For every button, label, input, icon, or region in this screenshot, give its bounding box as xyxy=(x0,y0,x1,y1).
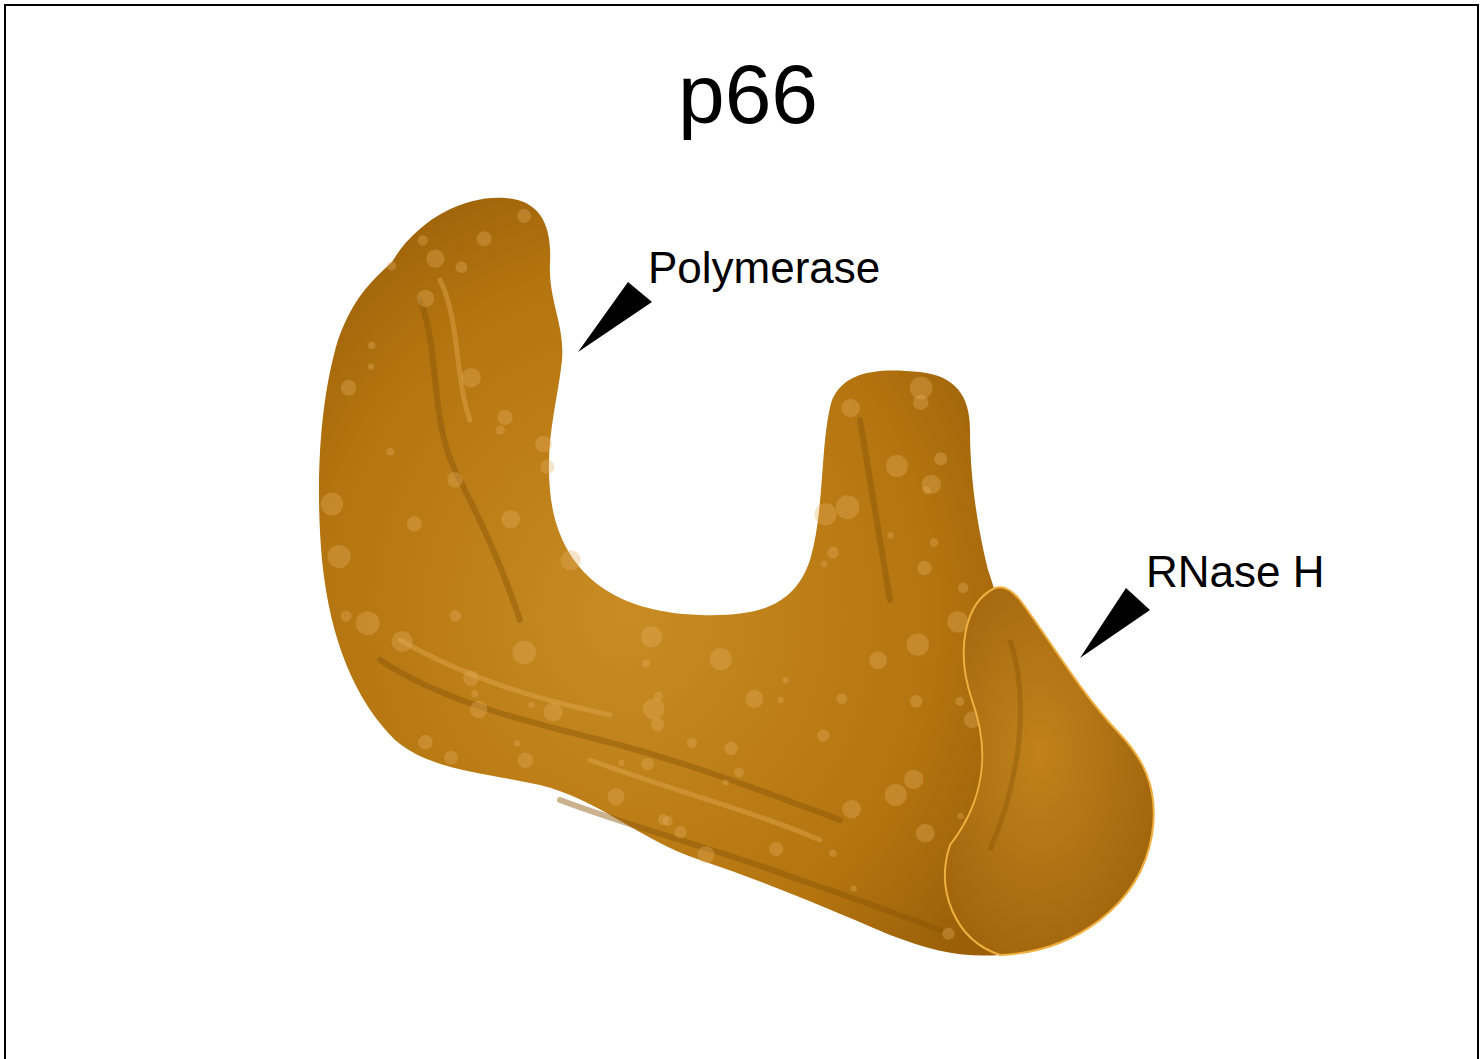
texture-spot xyxy=(769,842,783,856)
texture-spot xyxy=(930,538,938,546)
texture-spot xyxy=(910,695,923,708)
texture-spot xyxy=(687,738,697,748)
texture-spot xyxy=(850,885,856,891)
texture-spot xyxy=(387,261,396,270)
surface-ridge xyxy=(990,640,1020,850)
texture-spot xyxy=(608,788,625,805)
texture-spot xyxy=(745,690,763,708)
texture-spot xyxy=(654,692,663,701)
texture-spot xyxy=(734,768,744,778)
texture-spot xyxy=(886,455,908,477)
texture-spot xyxy=(827,547,839,559)
texture-spot xyxy=(470,701,487,718)
texture-spot xyxy=(658,814,669,825)
texture-spot xyxy=(512,641,536,665)
polymerase-domain xyxy=(319,198,1000,956)
surface-texture xyxy=(321,209,998,940)
texture-spot xyxy=(340,610,351,621)
texture-spot xyxy=(651,718,664,731)
texture-spot xyxy=(869,651,887,669)
texture-spot xyxy=(904,770,923,789)
texture-spot xyxy=(535,436,552,453)
texture-spot xyxy=(958,813,964,819)
texture-spot xyxy=(958,582,969,593)
texture-spot xyxy=(461,368,481,388)
texture-spot xyxy=(471,690,478,697)
texture-spot xyxy=(829,849,836,856)
texture-spot xyxy=(841,399,860,418)
texture-spot xyxy=(501,510,519,528)
texture-spot xyxy=(455,261,467,273)
texture-spot xyxy=(641,626,662,647)
texture-spot xyxy=(913,394,929,410)
texture-spot xyxy=(417,290,434,307)
texture-spot xyxy=(817,729,829,741)
rnase-h-domain xyxy=(945,587,1154,955)
texture-spot xyxy=(543,703,562,722)
diagram-title: p66 xyxy=(678,52,818,136)
texture-spot xyxy=(517,209,531,223)
texture-spot xyxy=(814,503,836,525)
texture-spot xyxy=(778,697,784,703)
pointer-wedge xyxy=(1080,588,1150,658)
surface-highlight xyxy=(400,280,820,840)
texture-spot xyxy=(386,448,394,456)
texture-spot xyxy=(641,758,653,770)
texture-spot xyxy=(642,660,650,668)
texture-spot xyxy=(368,341,376,349)
texture-spot xyxy=(341,380,357,396)
texture-spot xyxy=(885,784,907,806)
texture-spot xyxy=(917,561,932,576)
texture-spot xyxy=(618,760,624,766)
texture-spot xyxy=(934,452,947,465)
domain-label: RNase H xyxy=(1146,550,1325,594)
texture-spot xyxy=(955,697,964,706)
pointer-wedge xyxy=(578,282,652,352)
texture-spot xyxy=(528,702,534,708)
texture-spot xyxy=(392,631,413,652)
texture-spot xyxy=(916,824,935,843)
frame xyxy=(4,4,1479,1059)
texture-spot xyxy=(782,677,789,684)
texture-spot xyxy=(907,633,929,655)
texture-spot xyxy=(643,698,664,719)
texture-spot xyxy=(887,532,893,538)
texture-spot xyxy=(418,235,428,245)
texture-spot xyxy=(463,670,478,685)
domain-label: Polymerase xyxy=(648,246,880,290)
texture-spot xyxy=(836,693,847,704)
texture-spot xyxy=(723,779,729,785)
texture-spot xyxy=(724,742,737,755)
texture-spot xyxy=(922,475,941,494)
texture-spot xyxy=(426,250,444,268)
texture-spot xyxy=(496,425,505,434)
texture-spot xyxy=(698,846,715,863)
texture-spot xyxy=(836,495,860,519)
texture-spot xyxy=(477,231,492,246)
texture-spot xyxy=(447,472,463,488)
texture-spot xyxy=(710,648,732,670)
texture-spot xyxy=(368,363,374,369)
texture-spot xyxy=(444,751,458,765)
texture-spot xyxy=(321,493,344,516)
texture-spot xyxy=(518,753,533,768)
texture-spot xyxy=(514,740,521,747)
texture-spot xyxy=(328,545,351,568)
texture-spot xyxy=(942,928,954,940)
texture-spot xyxy=(356,611,380,635)
texture-spot xyxy=(407,516,422,531)
texture-spot xyxy=(418,735,433,750)
texture-spot xyxy=(540,460,554,474)
texture-spot xyxy=(560,550,580,570)
texture-spot xyxy=(821,561,828,568)
texture-spot xyxy=(842,800,861,819)
texture-spot xyxy=(497,410,512,425)
texture-spot xyxy=(450,610,461,621)
texture-spot xyxy=(674,826,686,838)
